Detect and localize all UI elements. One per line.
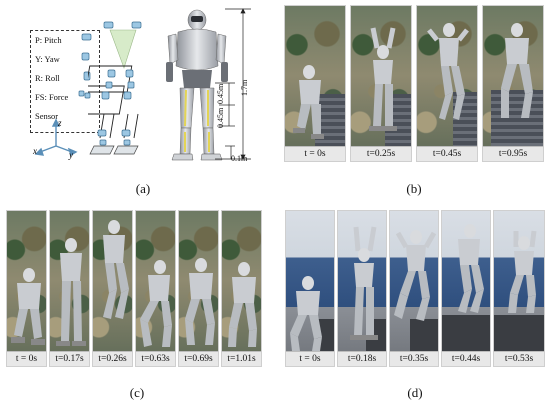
photo-frame-d-4: t=0.44s bbox=[441, 210, 491, 367]
time-label: t=0.44s bbox=[442, 351, 490, 366]
legend-item-pitch: P: Pitch bbox=[35, 35, 62, 45]
time-label: t=0.26s bbox=[93, 351, 132, 366]
robot-figure bbox=[290, 276, 322, 351]
photo-frame-b-4: t=0.95s bbox=[482, 5, 544, 162]
photo-frame-c-3: t=0.26s bbox=[92, 210, 133, 367]
photo-frame-d-2: t=0.18s bbox=[337, 210, 387, 367]
dim-total-height: 1.7m bbox=[240, 79, 249, 96]
photo-frame-c-5: t=0.69s bbox=[178, 210, 219, 367]
robot-figure bbox=[103, 220, 129, 319]
robot-figure bbox=[458, 224, 484, 313]
robot-figure bbox=[427, 23, 469, 120]
photo-frame-c-1: t = 0s bbox=[6, 210, 47, 367]
photo-frame-b-2: t=0.25s bbox=[350, 5, 412, 162]
time-label: t=0.53s bbox=[494, 351, 544, 366]
panel-label-b: (b) bbox=[406, 181, 422, 196]
dim-foot: 0.1m bbox=[231, 154, 248, 163]
time-label: t=0.95s bbox=[483, 146, 543, 161]
time-label: t = 0s bbox=[7, 351, 46, 366]
photo-frame-c-6: t=1.01s bbox=[221, 210, 262, 367]
photo-frame-c-4: t=0.63s bbox=[135, 210, 176, 367]
kinematic-diagram bbox=[88, 21, 142, 155]
photo-frame-c-2: t=0.17s bbox=[49, 210, 90, 367]
legend-item-sensor: Sensor bbox=[35, 111, 59, 121]
axis-label-x: x bbox=[33, 146, 37, 156]
robot-figure bbox=[350, 226, 378, 340]
time-label: t=0.35s bbox=[390, 351, 438, 366]
legend-item-yaw: Y: Yaw bbox=[35, 54, 60, 64]
time-label: t=0.17s bbox=[50, 351, 89, 366]
time-label: t=0.45s bbox=[417, 146, 477, 161]
time-label: t=0.18s bbox=[338, 351, 386, 366]
robot-figure bbox=[369, 27, 397, 131]
photo-frame-d-5: t=0.53s bbox=[493, 210, 545, 367]
photo-frame-d-1: t = 0s bbox=[285, 210, 335, 367]
time-label: t=0.25s bbox=[351, 146, 411, 161]
robot-figure bbox=[185, 258, 215, 345]
axis-label-z: z bbox=[58, 118, 62, 128]
time-label: t=0.63s bbox=[136, 351, 175, 366]
photo-frame-d-3: t=0.35s bbox=[389, 210, 439, 367]
panel-label-d: (d) bbox=[407, 385, 423, 400]
panel-label-c: (c) bbox=[129, 385, 145, 400]
dimension-lines bbox=[215, 8, 251, 160]
time-label: t = 0s bbox=[286, 351, 334, 366]
dim-lower-leg: 0.45m bbox=[216, 107, 225, 128]
robot-figure bbox=[293, 65, 324, 139]
photo-frame-b-3: t=0.45s bbox=[416, 5, 478, 162]
robot-figure bbox=[508, 230, 537, 313]
robot-figure bbox=[11, 268, 45, 345]
panel-label-a: (a) bbox=[135, 181, 151, 196]
time-label: t=0.69s bbox=[179, 351, 218, 366]
coordinate-axes bbox=[34, 118, 78, 157]
robot-figure bbox=[501, 23, 533, 118]
robot-figure bbox=[56, 238, 86, 346]
dim-upper-leg: 0.45m bbox=[216, 83, 225, 104]
robot-figure bbox=[140, 260, 172, 347]
legend-item-force: FS: Force bbox=[35, 92, 69, 102]
legend-box: P: Pitch Y: Yaw R: Roll FS: Force Sensor bbox=[30, 30, 100, 133]
robot-render bbox=[166, 9, 228, 161]
time-label: t=1.01s bbox=[222, 351, 261, 366]
legend-item-roll: R: Roll bbox=[35, 73, 60, 83]
robot-figure bbox=[228, 262, 257, 347]
photo-frame-b-1: t = 0s bbox=[284, 5, 346, 162]
axis-label-y: y bbox=[69, 150, 73, 160]
robot-figure bbox=[394, 230, 437, 321]
time-label: t = 0s bbox=[285, 146, 345, 161]
